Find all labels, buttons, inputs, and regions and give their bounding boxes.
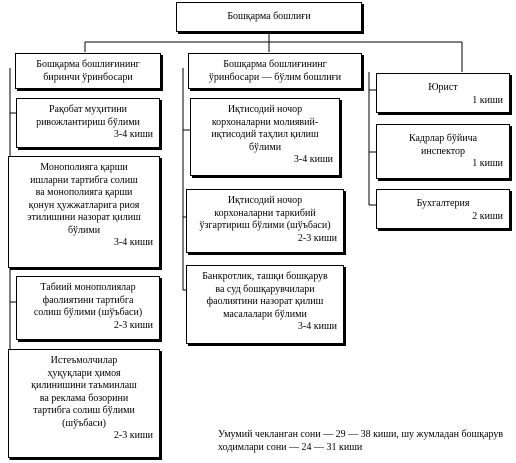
right-unit-lawyer: Юрист 1 киши [376, 73, 510, 113]
left-unit-4-line-6: (шўъбаси) [62, 417, 106, 429]
right-unit-hr-inspector: Кадрлар бўйича инспектор 1 киши [376, 124, 510, 179]
middle-unit-3-line-4: масалалари бўлими [223, 308, 307, 320]
left-unit-4-line-2: ҳуқуқлари ҳимоя [47, 367, 121, 379]
left-unit-consumer-rights: Истеъмолчилар ҳуқуқлари ҳимоя қилинишини… [8, 349, 160, 458]
deputy-head-line-2: ўринбосари — бўлим бошлиғи [208, 71, 342, 83]
left-unit-4-line-5: тартибга солиш бўлими [33, 405, 135, 416]
middle-unit-2-line-2: корхоналарни таркибий [214, 207, 316, 219]
left-unit-3-line-2: фаолиятини тартибга [42, 294, 134, 306]
left-unit-2-line-5: этилишини назорат қилиш [27, 212, 141, 223]
left-unit-4-staff: 2-3 киши [113, 430, 153, 441]
middle-unit-1-line-3: иқтисодий таҳлил қилиш [211, 129, 319, 140]
right-unit-2-line-2: инспектор [421, 145, 465, 157]
middle-unit-1-line-1: Иқтисодий ночор [227, 104, 303, 115]
middle-unit-1-line-2: корхоналарни молиявий- [211, 116, 319, 128]
first-deputy-box: Бошқарма бошлиғининг биринчи ўринбосари [15, 53, 161, 89]
left-unit-4-line-1: Истеъмолчилар [50, 355, 118, 366]
right-unit-1-line-1: Юрист [428, 82, 458, 93]
left-unit-2-line-4: қонун ҳужжатларига риоя [28, 199, 140, 211]
middle-unit-financial-analysis: Иқтисодий ночор корхоналарни молиявий- и… [190, 98, 340, 176]
left-unit-2-line-1: Монополияга қарши [40, 162, 128, 173]
middle-unit-2-staff: 2-3 киши [297, 232, 337, 244]
right-unit-3-staff: 2 киши [472, 210, 503, 222]
left-unit-1-line-1: Рақобат муҳитини [48, 104, 128, 115]
deputy-head-box: Бошқарма бошлиғининг ўринбосари — бўлим … [188, 53, 362, 89]
right-unit-3-line-1: Бухгалтерия [416, 198, 470, 209]
left-unit-antimonopoly: Монополияга қарши ишларни тартибга солиш… [8, 156, 160, 268]
left-unit-4-line-3: қилинишини таъминлаш [31, 380, 137, 391]
right-unit-1-staff: 1 киши [472, 94, 503, 106]
right-unit-2-line-1: Кадрлар бўйича [408, 133, 478, 144]
left-unit-4-line-4: ва реклама бозорини [39, 392, 129, 404]
staff-total-note: Умумий чекланган сони — 29 — 38 киши, шу… [218, 428, 510, 454]
root-title: Бошқарма бошлиғи [227, 11, 311, 22]
connector-root-bus [84, 32, 463, 72]
right-unit-accounting: Бухгалтерия 2 киши [376, 189, 510, 229]
middle-unit-3-line-1: Банкротлик, ташқи бошқарув [202, 271, 328, 282]
left-unit-3-line-3: солиш бўлими (шўъбаси) [33, 307, 143, 318]
connector-middle-spine [182, 68, 190, 291]
left-unit-2-line-3: ва монополияга қарши [35, 187, 133, 198]
middle-unit-3-line-2: ва суд бошқарувчилари [215, 283, 315, 295]
staff-total-line-1: Умумий чекланган сони — 29 — 38 киши, [218, 429, 399, 440]
left-unit-2-staff: 3-4 киши [113, 237, 153, 248]
connector-right-spine [368, 72, 376, 206]
deputy-head-line-1: Бошқарма бошлиғининг [223, 59, 327, 70]
left-unit-1-staff: 3-4 киши [113, 129, 153, 140]
middle-unit-2-line-3: ўзгартириш бўлими (шўъбаси) [199, 220, 331, 231]
left-unit-2-line-6: бўлими [67, 224, 101, 236]
middle-unit-3-line-3: фаолиятини назорат қилиш [206, 296, 324, 307]
right-unit-2-staff: 1 киши [472, 158, 503, 169]
first-deputy-line-1: Бошқарма бошлиғининг [36, 59, 140, 70]
staff-total-line-2: шу жумладан бошқарув ходимлари сони — 24… [218, 429, 504, 453]
middle-unit-2-line-1: Иқтисодий ночор [227, 195, 303, 206]
head-of-department-box: Бошқарма бошлиғи [176, 2, 362, 32]
middle-unit-1-line-4: бўлими [248, 141, 282, 153]
first-deputy-line-2: биринчи ўринбосари [43, 71, 133, 83]
left-unit-natural-monopolies: Табиий монополиялар фаолиятини тартибга … [16, 276, 160, 340]
middle-unit-3-staff: 3-4 киши [297, 321, 337, 332]
left-unit-1-line-2: ривожлантириш бўлими [36, 116, 140, 128]
left-unit-competition: Рақобат муҳитини ривожлантириш бўлими 3-… [16, 98, 160, 148]
middle-unit-restructuring: Иқтисодий ночор корхоналарни таркибий ўз… [186, 189, 344, 253]
left-unit-2-line-2: ишларни тартибга солиш [30, 174, 138, 186]
left-unit-3-staff: 2-3 киши [113, 319, 153, 331]
middle-unit-bankruptcy: Банкротлик, ташқи бошқарув ва суд бошқар… [186, 265, 344, 344]
middle-unit-1-staff: 3-4 киши [293, 154, 333, 165]
left-unit-3-line-1: Табиий монополиялар [40, 282, 136, 293]
